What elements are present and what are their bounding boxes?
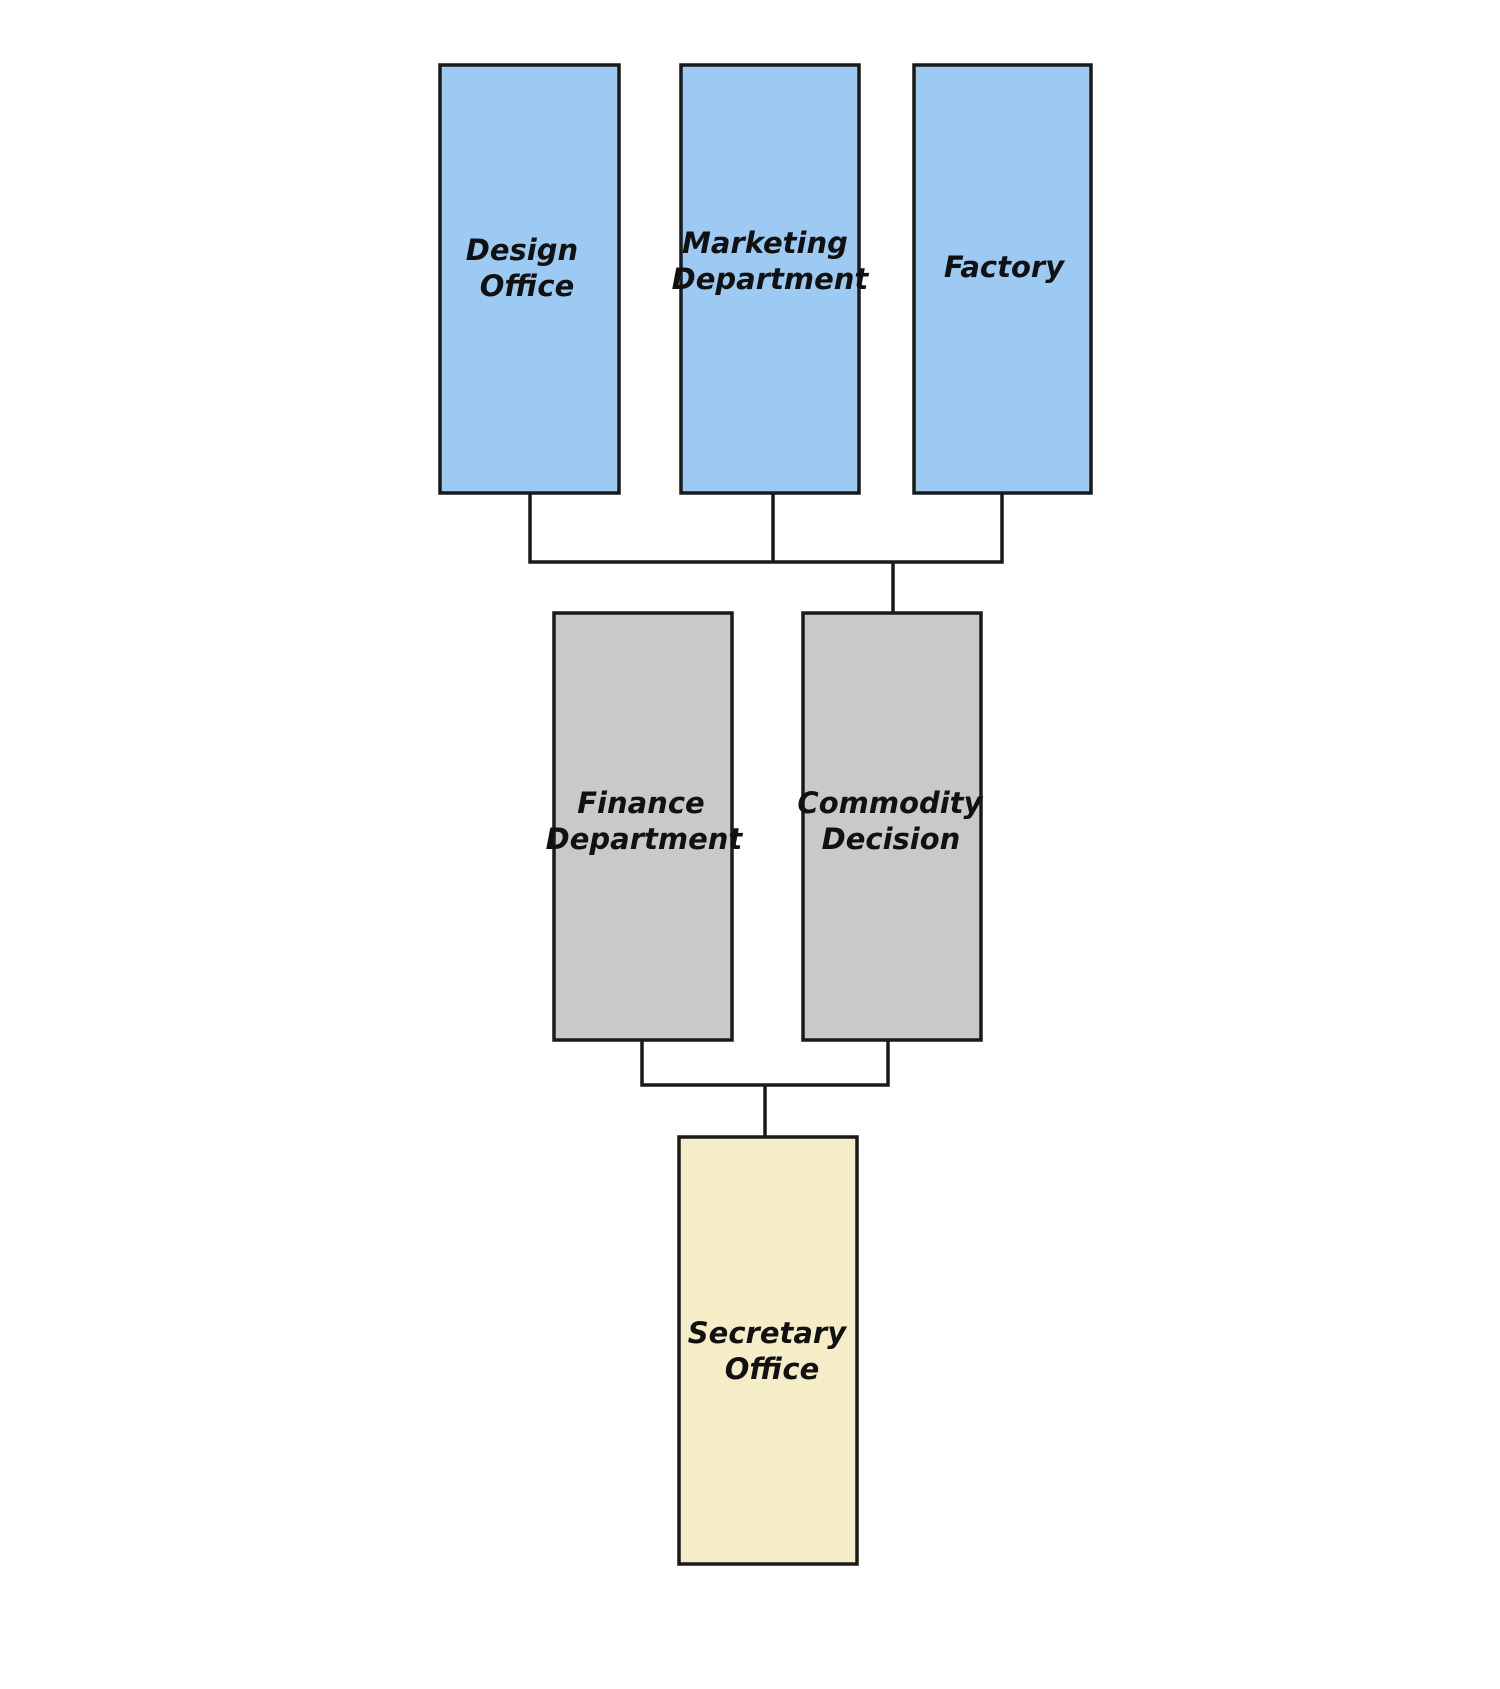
- node-marketing-department-label-line-2: Department: [672, 262, 870, 296]
- node-commodity-decision-label-line-2: Decision: [822, 822, 961, 856]
- node-commodity-decision-label-line-1: Commodity: [797, 786, 983, 820]
- node-finance-department-label-line-2: Department: [546, 822, 744, 856]
- node-factory: Factory: [912, 63, 1093, 495]
- node-secretary-office: Secretary Office: [677, 1135, 859, 1566]
- node-marketing-department: Marketing Department: [672, 63, 870, 495]
- node-factory-label-line-1: Factory: [944, 250, 1065, 284]
- node-design-office-label-line-1: Design: [466, 233, 578, 267]
- node-secretary-office-box: [677, 1135, 859, 1566]
- connector-top-tier-to-commodity-decision: [528, 493, 1004, 613]
- node-marketing-department-label-line-1: Marketing: [682, 226, 848, 260]
- node-finance-department-label: Finance Department: [546, 786, 744, 856]
- node-secretary-office-label: Secretary Office: [688, 1316, 856, 1386]
- node-finance-department: Finance Department: [546, 611, 744, 1042]
- node-design-office-box: [438, 63, 621, 495]
- node-design-office-label-line-2: Office: [480, 269, 575, 303]
- node-factory-box: [912, 63, 1093, 495]
- node-commodity-decision-box: [801, 611, 983, 1042]
- node-commodity-decision: Commodity Decision: [797, 611, 992, 1042]
- node-factory-label: Factory: [944, 250, 1065, 284]
- node-design-office: Design Office: [438, 63, 621, 495]
- node-design-office-label: Design Office: [466, 233, 588, 303]
- node-marketing-department-label: Marketing Department: [672, 226, 870, 296]
- node-marketing-department-box: [679, 63, 861, 495]
- node-commodity-decision-label: Commodity Decision: [797, 786, 992, 856]
- node-secretary-office-label-line-1: Secretary: [688, 1316, 847, 1350]
- connector-middle-tier-to-secretary-office: [640, 1040, 890, 1137]
- node-finance-department-label-line-1: Finance: [577, 786, 704, 820]
- node-secretary-office-label-line-2: Office: [725, 1352, 820, 1386]
- node-finance-department-box: [552, 611, 734, 1042]
